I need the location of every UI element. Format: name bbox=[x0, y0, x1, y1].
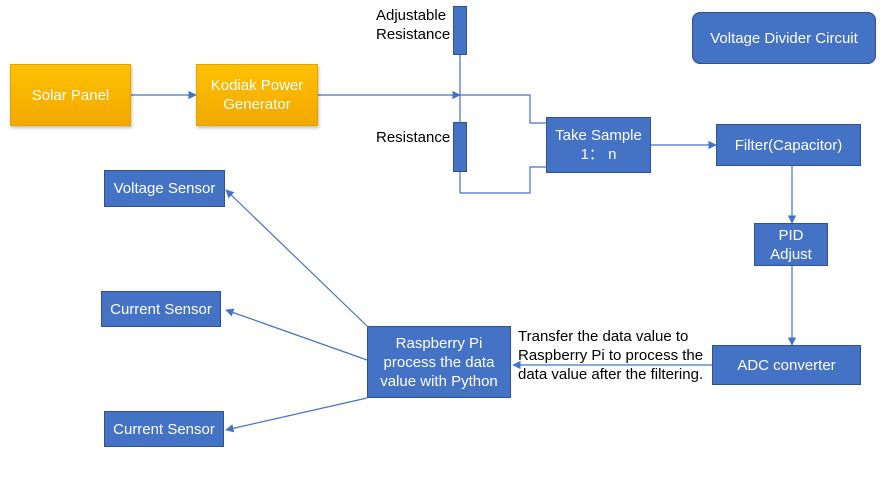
arrow-raspberry-to-current-sensor-1 bbox=[225, 308, 368, 361]
filter-node: Filter(Capacitor) bbox=[716, 124, 861, 166]
take-sample-node: Take Sample 1： n bbox=[546, 117, 651, 173]
raspberry-pi-label: Raspberry Pi process the data value with… bbox=[380, 334, 498, 390]
kodiak-generator-node: Kodiak Power Generator bbox=[196, 64, 318, 126]
pid-adjust-label: PID Adjust bbox=[770, 226, 812, 263]
adc-converter-label: ADC converter bbox=[737, 356, 836, 374]
voltage-divider-label: Voltage Divider Circuit bbox=[710, 29, 858, 47]
transfer-note: Transfer the data value to Raspberry Pi … bbox=[518, 328, 704, 383]
voltage-divider-legend: Voltage Divider Circuit bbox=[692, 12, 876, 64]
arrow-raspberry-to-voltage-sensor bbox=[225, 189, 368, 327]
kodiak-generator-label: Kodiak Power Generator bbox=[210, 77, 304, 113]
current-sensor-1-node: Current Sensor bbox=[101, 291, 221, 327]
solar-panel-label: Solar Panel bbox=[31, 86, 110, 104]
solar-panel-node: Solar Panel bbox=[10, 64, 131, 126]
arrow-raspberry-to-current-sensor-2 bbox=[225, 397, 368, 433]
voltage-sensor-label: Voltage Sensor bbox=[113, 180, 216, 197]
wire-divider-top-to-sample bbox=[460, 94, 546, 124]
adc-converter-node: ADC converter bbox=[712, 345, 861, 385]
pid-adjust-node: PID Adjust bbox=[754, 223, 828, 266]
raspberry-pi-node: Raspberry Pi process the data value with… bbox=[367, 326, 511, 398]
adjustable-resistance-symbol bbox=[453, 6, 467, 55]
take-sample-label: Take Sample 1： n bbox=[555, 127, 642, 163]
voltage-sensor-node: Voltage Sensor bbox=[104, 170, 225, 207]
filter-label: Filter(Capacitor) bbox=[734, 136, 843, 154]
resistance-label: Resistance bbox=[376, 129, 451, 146]
current-sensor-2-node: Current Sensor bbox=[104, 411, 224, 447]
resistance-symbol bbox=[453, 122, 467, 172]
adjustable-resistance-label: Adjustable Resistance bbox=[376, 7, 451, 43]
wire-divider-bottom-to-sample bbox=[460, 166, 546, 194]
current-sensor-2-label: Current Sensor bbox=[113, 420, 215, 438]
current-sensor-1-label: Current Sensor bbox=[110, 300, 212, 318]
